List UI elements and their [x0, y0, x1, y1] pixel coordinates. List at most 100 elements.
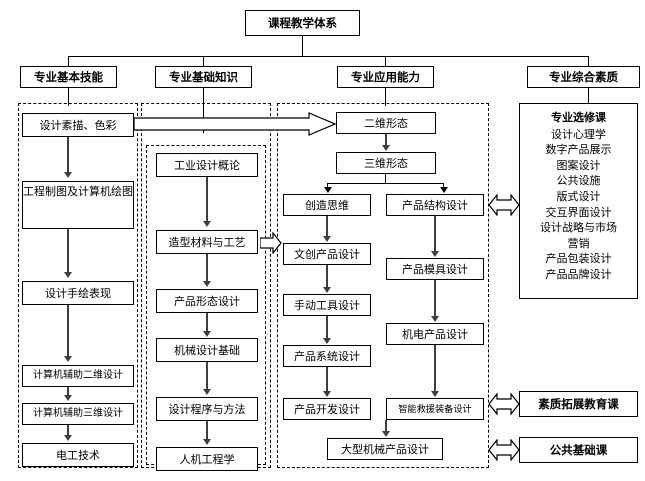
- arrow-c3-mould: [431, 251, 439, 257]
- arrow-c1-3: [64, 356, 72, 362]
- flow-c3-mould: [434, 280, 436, 318]
- node-engineering-drawing-label: 工程制图及计算机绘图: [23, 185, 133, 198]
- column-header-basic-knowledge[interactable]: 专业基础知识: [155, 66, 252, 88]
- arrow-c3-creative: [324, 187, 332, 193]
- node-product-system-design[interactable]: 产品系统设计: [283, 345, 371, 367]
- flow-c2-5: [206, 421, 208, 441]
- arrow-c3-structure: [440, 187, 448, 193]
- header-drop-4: [588, 56, 589, 66]
- column-header-application-ability[interactable]: 专业应用能力: [337, 66, 434, 88]
- node-quality-development-education-course[interactable]: 素质拓展教育课: [519, 391, 638, 417]
- node-cad-3d[interactable]: 计算机辅助三维设计: [22, 403, 134, 425]
- elective-item: 产品品牌设计: [545, 267, 612, 281]
- node-3d-form[interactable]: 三维形态: [336, 152, 436, 174]
- node-mechanical-design-basics[interactable]: 机械设计基础: [156, 338, 258, 362]
- node-electrical-technology[interactable]: 电工技术: [22, 443, 134, 467]
- arrow-c3-1: [382, 145, 390, 151]
- flow-c1-2: [67, 229, 69, 273]
- block-arrow-double-quality: [489, 393, 519, 415]
- flow-c2-2: [206, 254, 208, 282]
- flow-c3-1: [385, 134, 387, 147]
- header-drop-1: [68, 56, 69, 66]
- column-header-basic-skills[interactable]: 专业基本技能: [20, 66, 117, 88]
- elective-item: 公共设施: [556, 174, 601, 188]
- block-arrow-double-elective: [489, 194, 519, 216]
- root-node-course-teaching-system[interactable]: 课程教学体系: [245, 10, 360, 36]
- group-application-ability: [277, 103, 489, 468]
- flow-c2-3: [206, 313, 208, 333]
- col3-header-stem: [385, 88, 386, 106]
- col4-header-stem: [588, 88, 589, 103]
- node-design-procedure-method[interactable]: 设计程序与方法: [156, 397, 258, 421]
- arrow-c2-3: [203, 331, 211, 337]
- node-public-basic-course[interactable]: 公共基础课: [519, 437, 638, 463]
- elective-item: 营销: [567, 236, 590, 250]
- col1-header-stem: [68, 88, 69, 106]
- arrow-c3-handtool: [323, 287, 331, 293]
- arrow-c3-rescue: [431, 391, 439, 397]
- flow-c1-4: [67, 387, 69, 397]
- arrow-c3-cultural: [323, 236, 331, 242]
- node-intelligent-rescue-equipment-design[interactable]: 智能救援装备设计: [386, 398, 484, 420]
- node-hand-tool-design[interactable]: 手动工具设计: [283, 294, 371, 316]
- elective-item: 设计心理学: [551, 127, 606, 141]
- header-drop-3: [385, 56, 386, 66]
- node-product-mould-design[interactable]: 产品模具设计: [386, 258, 484, 280]
- block-arrow-double-basic: [489, 439, 519, 461]
- arrow-c3-develop: [323, 391, 331, 397]
- arrow-c3-electromech: [431, 316, 439, 322]
- flow-c1-1: [67, 137, 69, 173]
- flow-c1-3: [67, 305, 69, 357]
- node-cultural-creative-product-design[interactable]: 文创产品设计: [283, 243, 371, 265]
- block-arrow-knowledge-to-cultural: [260, 232, 282, 254]
- node-2d-form[interactable]: 二维形态: [336, 112, 436, 134]
- header-drop-2: [203, 56, 204, 66]
- node-engineering-drawing[interactable]: 工程制图及计算机绘图: [22, 181, 134, 229]
- elective-item: 设计战略与市场: [540, 221, 617, 235]
- node-product-structure-design[interactable]: 产品结构设计: [386, 194, 484, 216]
- node-product-development-design[interactable]: 产品开发设计: [283, 398, 371, 420]
- arrow-c1-5: [64, 435, 72, 441]
- flow-c3-system: [326, 367, 328, 393]
- split-drop-right: [443, 183, 444, 189]
- arrow-c3-system: [323, 338, 331, 344]
- column-header-comprehensive-quality[interactable]: 专业综合素质: [527, 66, 640, 88]
- arrow-c1-1: [64, 172, 72, 178]
- node-hand-drawing-expression[interactable]: 设计手绘表现: [22, 281, 134, 305]
- node-ergonomics[interactable]: 人机工程学: [156, 447, 258, 471]
- arrow-c3-large: [382, 431, 390, 437]
- flow-c3-handtool: [326, 316, 328, 340]
- elective-courses-box[interactable]: 专业选修课 设计心理学 数字产品展示 图案设计 公共设施 版式设计 交互界面设计…: [519, 103, 638, 299]
- arrow-c2-4: [203, 389, 211, 395]
- node-creative-thinking[interactable]: 创造思维: [283, 194, 371, 216]
- node-industrial-design-intro[interactable]: 工业设计概论: [156, 153, 258, 177]
- header-bus: [68, 56, 588, 57]
- elective-item: 交互界面设计: [545, 205, 612, 219]
- node-electromechanical-product-design[interactable]: 机电产品设计: [386, 323, 484, 345]
- split-bus-3d: [327, 183, 443, 184]
- node-modeling-materials-craft[interactable]: 造型材料与工艺: [156, 230, 258, 254]
- node-cad-2d[interactable]: 计算机辅助二维设计: [22, 365, 134, 387]
- elective-item: 数字产品展示: [545, 143, 612, 157]
- elective-item: 版式设计: [556, 189, 601, 203]
- split-stem-3d: [385, 174, 386, 183]
- group-basic-skills: [18, 103, 138, 468]
- flow-c3-to-large: [385, 420, 387, 433]
- flow-c1-5: [67, 425, 69, 437]
- root-stem: [302, 36, 303, 56]
- node-product-form-design[interactable]: 产品形态设计: [156, 289, 258, 313]
- flow-c3-creative: [326, 216, 328, 238]
- flow-c2-1: [206, 177, 208, 222]
- split-drop-left: [327, 183, 328, 189]
- block-arrow-sketch-to-2dform: [134, 112, 336, 136]
- node-large-machinery-product-design[interactable]: 大型机械产品设计: [327, 438, 443, 460]
- flow-c3-structure: [434, 216, 436, 253]
- flow-c3-cultural: [326, 265, 328, 289]
- arrow-c1-2: [64, 272, 72, 278]
- node-design-sketch-color[interactable]: 设计素描、色彩: [22, 113, 134, 137]
- arrow-c1-4: [64, 395, 72, 401]
- arrow-c2-1: [203, 221, 211, 227]
- arrow-c2-5: [203, 439, 211, 445]
- flow-c2-4: [206, 362, 208, 390]
